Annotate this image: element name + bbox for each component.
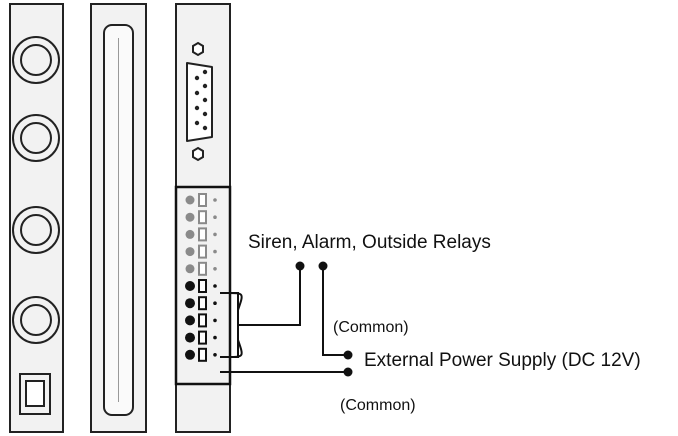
terminal-slot-icon: [198, 279, 207, 293]
terminal-slot-icon: [198, 244, 207, 259]
terminal-pin-icon: [213, 198, 217, 202]
siren-node-b: [318, 261, 328, 271]
terminal-6: [185, 279, 217, 293]
wiring: [220, 266, 348, 373]
terminal-slot-icon: [198, 227, 207, 242]
terminal-9: [185, 330, 217, 345]
common-label-lower: (Common): [340, 397, 416, 414]
terminal-list: [185, 193, 217, 362]
terminal-2: [185, 210, 217, 225]
io-panel: [174, 3, 232, 433]
terminal-pin-icon: [213, 353, 217, 357]
terminal-screw-icon: [185, 349, 195, 360]
terminal-8: [185, 313, 217, 328]
bnc-connector-4: [12, 296, 60, 344]
siren-label: Siren, Alarm, Outside Relays: [248, 232, 491, 253]
terminal-slot-icon: [198, 296, 207, 311]
terminal-7: [185, 296, 217, 311]
siren-node-a: [295, 261, 305, 271]
terminal-block: [174, 185, 232, 386]
terminal-screw-icon: [185, 298, 195, 309]
terminal-slot-icon: [198, 330, 207, 345]
terminal-screw-icon: [185, 212, 195, 222]
terminal-3: [185, 227, 217, 242]
terminal-10: [185, 347, 217, 362]
terminal-pin-icon: [213, 335, 217, 340]
terminal-pin-icon: [213, 249, 217, 254]
blank-slot-panel: [90, 3, 147, 433]
terminal-pin-icon: [213, 232, 217, 237]
switch-icon: [19, 373, 51, 415]
bnc-connector-panel: [9, 3, 64, 433]
terminal-pin-icon: [213, 215, 217, 219]
terminal-slot-icon: [198, 193, 207, 207]
terminal-screw-icon: [185, 247, 195, 257]
terminal-pin-icon: [213, 318, 217, 323]
terminal-4: [185, 244, 217, 259]
terminal-slot-icon: [198, 347, 207, 362]
terminal-screw-icon: [185, 229, 195, 239]
siren-wire-a: [238, 266, 301, 326]
terminal-screw-icon: [185, 195, 195, 205]
terminal-slot-icon: [198, 210, 207, 225]
db9-port: [186, 62, 213, 142]
terminal-screw-icon: [185, 264, 195, 274]
common-label-upper: (Common): [333, 319, 409, 336]
terminal-screw-icon: [185, 332, 195, 343]
screw-hole-icon-top: [192, 41, 204, 57]
terminal-screw-icon: [185, 315, 195, 326]
terminal-1: [185, 193, 217, 207]
screw-hole-icon-bottom: [192, 146, 204, 162]
siren-wire-b: [322, 266, 348, 356]
bnc-connector-3: [12, 206, 60, 254]
terminal-pin-icon: [213, 267, 217, 271]
terminal-5: [185, 261, 217, 276]
terminal-slot-icon: [198, 261, 207, 276]
power-node-lower: [343, 367, 353, 377]
external-power-label: External Power Supply (DC 12V): [364, 350, 641, 371]
bnc-connector-1: [12, 36, 60, 84]
terminal-screw-icon: [185, 281, 195, 291]
terminal-slot-icon: [198, 313, 207, 328]
terminal-pin-icon: [213, 301, 217, 306]
bnc-connector-2: [12, 114, 60, 162]
terminal-pin-icon: [213, 284, 217, 288]
power-node-upper: [343, 350, 353, 360]
